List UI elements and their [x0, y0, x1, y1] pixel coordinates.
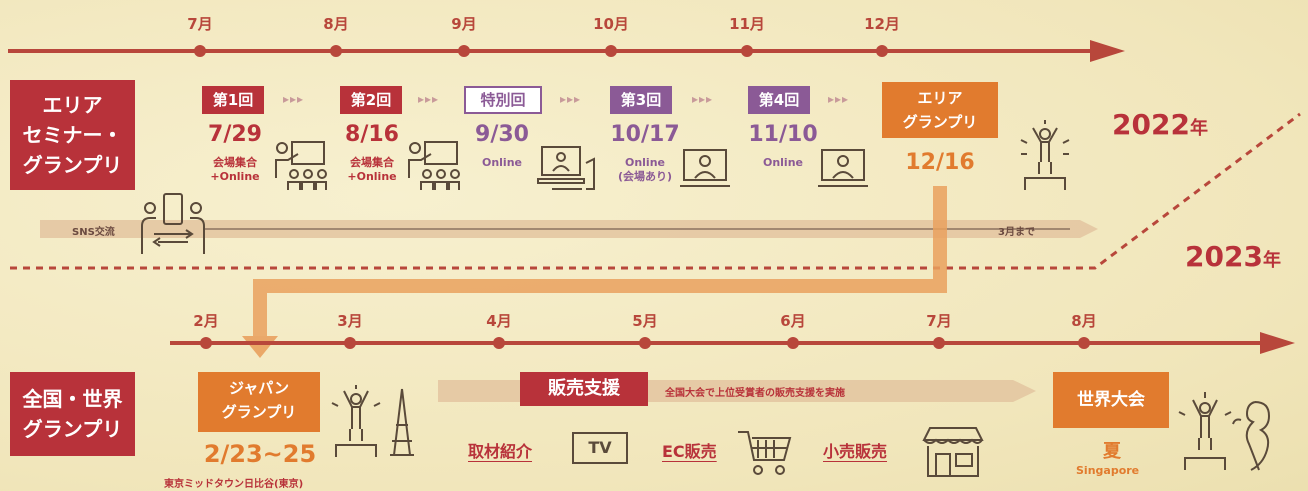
- seminar-3-badge: 第3回: [610, 86, 672, 114]
- timeline-dot: [194, 45, 206, 57]
- area-seminar-section-label: エリア セミナー・ グランプリ: [10, 80, 135, 190]
- arrow-chevrons: ▸▸▸: [828, 92, 850, 106]
- retail-sales-label: 小売販売: [823, 442, 888, 461]
- top-month-label: 7月: [187, 15, 213, 33]
- arrow-chevrons: ▸▸▸: [418, 92, 440, 106]
- ec-sales-label: EC販売: [662, 442, 717, 461]
- sns-end-label: 3月まで: [998, 227, 1035, 238]
- arrow-chevrons: ▸▸▸: [692, 92, 714, 106]
- seminar-4-format: Online: [762, 156, 803, 169]
- year-2022-label: 2022年: [1112, 108, 1208, 141]
- special-seminar-badge: 特別回: [464, 86, 542, 114]
- sns-band-arrow: [40, 220, 1098, 238]
- year-divider-line: [10, 112, 1301, 270]
- top-month-label: 11月: [729, 15, 765, 33]
- arrow-chevrons: ▸▸▸: [560, 92, 582, 106]
- japan-grandprix-badge: ジャパン グランプリ: [198, 372, 320, 432]
- sales-support-note: 全国大会で上位受賞者の販売支援を実施: [665, 388, 845, 399]
- timeline-dot: [458, 45, 470, 57]
- online-monitor-icon: [818, 149, 868, 187]
- winner-podium-icon: [1020, 120, 1070, 190]
- top-month-label: 9月: [451, 15, 477, 33]
- bottom-month-label: 8月: [1071, 312, 1097, 330]
- seminar-1-date: 7/29: [208, 122, 262, 147]
- area-grandprix-badge: エリア グランプリ: [882, 82, 998, 138]
- top-timeline-arrow: [8, 40, 1125, 62]
- world-championship-season: 夏: [1103, 441, 1121, 462]
- top-month-label: 10月: [593, 15, 629, 33]
- sales-support-badge: 販売支援: [520, 372, 648, 406]
- tv-icon: TV: [572, 432, 628, 464]
- seminar-3-date: 10/17: [610, 122, 680, 147]
- seminar-1-badge: 第1回: [202, 86, 264, 114]
- year-2023-label: 2023年: [1185, 240, 1281, 273]
- timeline-dot: [200, 337, 212, 349]
- timeline-dot: [330, 45, 342, 57]
- seminar-2-date: 8/16: [345, 122, 399, 147]
- special-seminar-date: 9/30: [475, 122, 529, 147]
- seminar-4-badge: 第4回: [748, 86, 810, 114]
- media-coverage-label: 取材紹介: [468, 442, 533, 461]
- timeline-dot: [344, 337, 356, 349]
- area-grandprix-date: 12/16: [905, 150, 975, 175]
- phone-exchange-icon: [141, 193, 205, 254]
- bottom-month-label: 7月: [926, 312, 952, 330]
- arrow-chevrons: ▸▸▸: [283, 92, 305, 106]
- top-month-label: 12月: [864, 15, 900, 33]
- world-championship-badge: 世界大会: [1053, 372, 1169, 428]
- national-world-section-label: 全国・世界 グランプリ: [10, 372, 135, 456]
- seminar-2-badge: 第2回: [340, 86, 402, 114]
- seminar-3-format: Online(会場あり): [617, 156, 673, 183]
- japan-grandprix-venue: 東京ミッドタウン日比谷(東京): [164, 479, 304, 490]
- storefront-icon: [922, 427, 984, 477]
- classroom-icon: [408, 141, 460, 190]
- special-seminar-format: Online: [481, 156, 522, 169]
- seminar-4-date: 11/10: [748, 122, 818, 147]
- timeline-dot: [1078, 337, 1090, 349]
- bottom-timeline-arrow: [170, 332, 1295, 354]
- world-championship-location: Singapore: [1076, 464, 1140, 477]
- top-month-label: 8月: [323, 15, 349, 33]
- seminar-1-format: 会場集合+Online: [210, 156, 260, 183]
- timeline-dot: [741, 45, 753, 57]
- sns-exchange-label: SNS交流: [72, 227, 115, 238]
- bottom-month-label: 5月: [632, 312, 658, 330]
- online-monitor-icon: [680, 149, 730, 187]
- classroom-icon: [275, 141, 327, 190]
- timeline-dot: [876, 45, 888, 57]
- japan-grandprix-date: 2/23~25: [203, 440, 317, 468]
- winner-tokyo-tower-icon: [331, 385, 414, 457]
- timeline-dot: [933, 337, 945, 349]
- shopping-cart-icon: [738, 431, 792, 475]
- timeline-dot: [639, 337, 651, 349]
- timeline-dot: [493, 337, 505, 349]
- seminar-2-format: 会場集合+Online: [347, 156, 397, 183]
- winner-merlion-icon: [1178, 392, 1271, 471]
- bottom-month-label: 2月: [193, 312, 219, 330]
- bottom-month-label: 3月: [337, 312, 363, 330]
- timeline-dot: [605, 45, 617, 57]
- online-laptop-icon: [537, 146, 595, 190]
- bottom-month-label: 6月: [780, 312, 806, 330]
- timeline-dot: [787, 337, 799, 349]
- bottom-month-label: 4月: [486, 312, 512, 330]
